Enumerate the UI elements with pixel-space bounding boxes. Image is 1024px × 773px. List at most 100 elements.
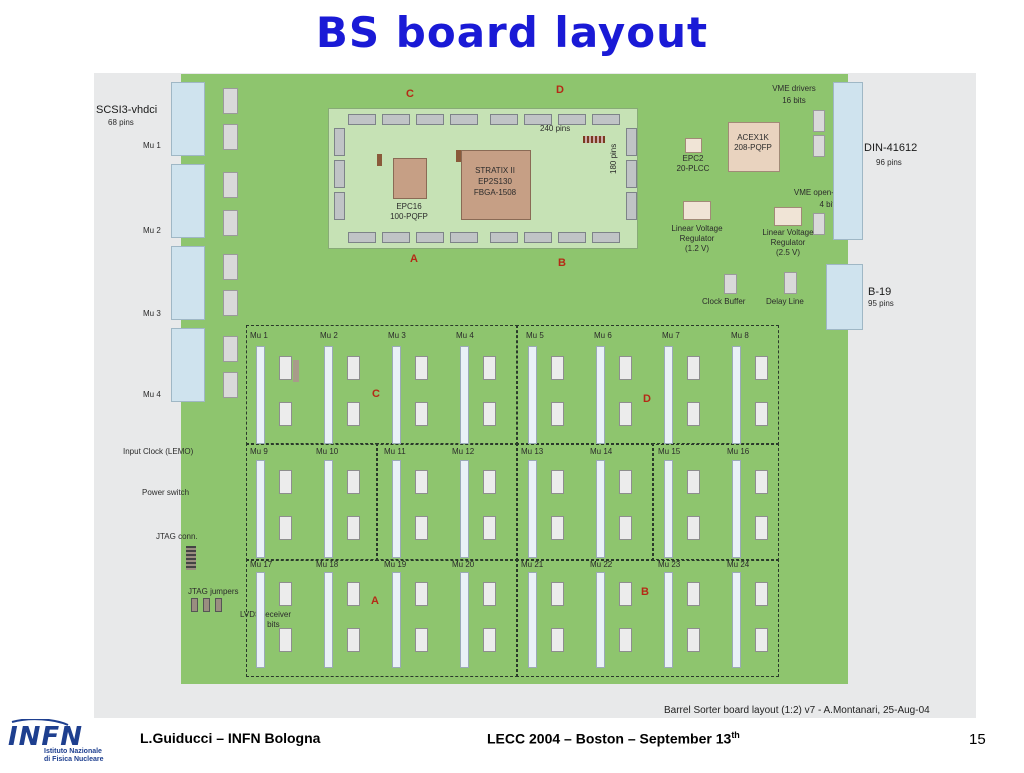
mu-connector (528, 572, 537, 668)
jtag-conn-label: JTAG conn. (156, 532, 198, 541)
mu-block-label: Mu 11 (384, 447, 406, 456)
fpga-side-b-label: B (558, 257, 566, 269)
mu-receiver-chip (347, 582, 360, 606)
epc16-chip (393, 158, 427, 199)
mu-receiver-chip (483, 356, 496, 380)
lvds-chip (223, 124, 238, 150)
slot (348, 114, 376, 125)
mu-receiver-chip (755, 356, 768, 380)
fpga-side-d-label: D (556, 84, 564, 96)
mu-receiver-chip (415, 582, 428, 606)
vme-open-coll-label-1: VME open-coll. (793, 188, 849, 197)
slot (382, 232, 410, 243)
stratix-label-3: FBGA-1508 (473, 188, 517, 197)
lvr12-label-2: Regulator (679, 234, 715, 243)
mu-receiver-chip (687, 628, 700, 652)
mu-receiver-chip (619, 402, 632, 426)
slot (490, 114, 518, 125)
mu-receiver-chip (483, 402, 496, 426)
vme-drivers-label-2: 16 bits (782, 96, 806, 105)
mu-receiver-chip (279, 402, 292, 426)
lvr25-label-2: Regulator (770, 238, 806, 247)
slot (558, 114, 586, 125)
mu-block-label: Mu 7 (662, 331, 680, 340)
diagram-caption: Barrel Sorter board layout (1:2) v7 - A.… (664, 705, 930, 716)
mu-receiver-chip (619, 516, 632, 540)
mu-receiver-chip (347, 356, 360, 380)
epc2-chip (685, 138, 702, 153)
acex-label-1: ACEX1K (737, 133, 769, 142)
mu-connector (392, 572, 401, 668)
footer-conference-sup: th (731, 730, 740, 740)
power-switch-label: Power switch (142, 488, 190, 497)
mu-receiver-chip (619, 470, 632, 494)
quadrant-b-upper-box (516, 443, 654, 561)
lvr25-label-3: (2.5 V) (775, 248, 800, 257)
mu-block-label: Mu 19 (384, 560, 407, 569)
mu-receiver-chip (687, 470, 700, 494)
mu-receiver-chip (755, 470, 768, 494)
mu-connector (732, 460, 741, 558)
mu-block-label: Mu 4 (456, 331, 474, 340)
infn-logo (0, 718, 140, 773)
mu-block-label: Mu 3 (388, 331, 406, 340)
mu-block-label: Mu 22 (590, 560, 613, 569)
lvds-chip (223, 290, 238, 316)
lvds-chip (223, 254, 238, 280)
mu-connector (528, 460, 537, 558)
lvds-chip (223, 210, 238, 236)
lvr12-label-1: Linear Voltage (671, 224, 723, 233)
mu-block-label: Mu 5 (526, 331, 544, 340)
b19-connector-title: B-19 (868, 286, 892, 298)
mu-receiver-chip (755, 582, 768, 606)
epc2-label-1: EPC2 (682, 154, 704, 163)
capacitor (377, 154, 382, 166)
fpga-side-a-label: A (410, 253, 418, 265)
mu-receiver-chip (279, 628, 292, 652)
mu-connector (256, 346, 265, 444)
mu-connector (596, 460, 605, 558)
din-connector-pins: 96 pins (876, 158, 902, 167)
lvds-chip (223, 88, 238, 114)
mu-connector (392, 346, 401, 444)
mu-block-label: Mu 9 (250, 447, 268, 456)
mu-block-label: Mu 15 (658, 447, 681, 456)
mu-connector (324, 460, 333, 558)
fpga-side-c-label: C (406, 88, 414, 100)
mu-receiver-chip (551, 628, 564, 652)
scsi-connector-mu1 (171, 82, 205, 156)
footer-conference-text: LECC 2004 – Boston – September 13 (487, 730, 732, 747)
quadrant-a-upper-box (376, 443, 518, 561)
mu-block-label: Mu 21 (521, 560, 544, 569)
slot (334, 192, 345, 220)
input-clock-label: Input Clock (LEMO) (123, 447, 194, 456)
quadrant-c-box (246, 325, 518, 445)
resistor-array (583, 136, 605, 143)
page-number: 15 (969, 731, 986, 748)
mu-connector (324, 572, 333, 668)
jtag-jumper (191, 598, 198, 612)
infn-logo-line1: Istituto Nazionale (44, 748, 102, 755)
epc16-label-1: EPC16 (396, 202, 422, 211)
pins-240-label: 240 pins (540, 124, 571, 133)
infn-logo-line2: di Fisica Nucleare (44, 756, 104, 763)
acex-chip (728, 122, 780, 172)
slot (524, 114, 552, 125)
scsi-connector-pins: 68 pins (108, 118, 134, 127)
slide-title: BS board layout (315, 8, 709, 57)
vme-driver-chip (813, 135, 825, 157)
vme-open-coll-chip (813, 213, 825, 235)
quadrant-b-box (516, 559, 779, 677)
mu-receiver-chip (415, 356, 428, 380)
mu-block-label: Mu 14 (590, 447, 613, 456)
mu-receiver-chip (483, 516, 496, 540)
slot (558, 232, 586, 243)
mu-receiver-chip (687, 402, 700, 426)
mu-connector (664, 346, 673, 444)
epc16-label-2: 100-PQFP (390, 212, 428, 221)
slot (334, 128, 345, 156)
mu-block-label: Mu 23 (658, 560, 681, 569)
infn-logo-text: INFN (8, 722, 83, 752)
mu-block-label: Mu 8 (731, 331, 749, 340)
